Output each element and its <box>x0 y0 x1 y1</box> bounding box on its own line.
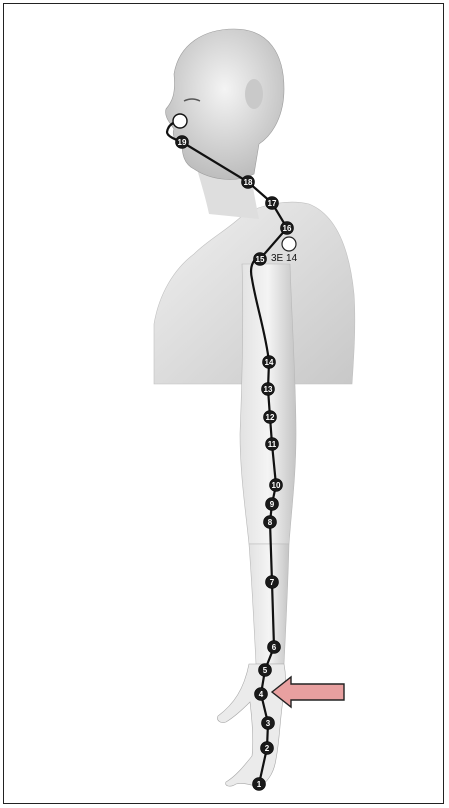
acupoint-13: 13 <box>262 383 275 396</box>
acupoint-label: 20 <box>176 117 185 126</box>
acupoint-label: 4 <box>259 690 264 699</box>
acupoint-3: 3 <box>262 717 275 730</box>
acupoint-6: 6 <box>268 641 281 654</box>
annotation-circle <box>282 237 296 251</box>
acupoint-18: 18 <box>242 176 255 189</box>
acupoint-19: 19 <box>176 136 189 149</box>
acupoint-label: 10 <box>272 481 281 490</box>
acupoint-label: 14 <box>265 358 274 367</box>
acupoint-label: 8 <box>268 518 273 527</box>
acupoint-label: 16 <box>283 224 292 233</box>
acupoint-label: 12 <box>266 413 275 422</box>
acupoint-20: 20 <box>173 114 187 128</box>
acupoint-9: 9 <box>266 498 279 511</box>
acupoint-12: 12 <box>264 411 277 424</box>
head-shape <box>166 29 284 179</box>
acupoint-4: 4 <box>255 688 268 701</box>
acupoint-15: 15 <box>254 253 267 266</box>
acupoint-10: 10 <box>270 479 283 492</box>
ear-shape <box>245 79 263 109</box>
acupoint-2: 2 <box>261 742 274 755</box>
acupoint-11: 11 <box>266 438 279 451</box>
acupoint-label: 7 <box>270 578 275 587</box>
acupoint-label: 3 <box>266 719 271 728</box>
acupoint-label: 1 <box>257 780 262 789</box>
acupoint-label: 9 <box>270 500 275 509</box>
acupoint-label: 19 <box>178 138 187 147</box>
acupoint-1: 1 <box>253 778 266 791</box>
annotation-label: 3E 14 <box>271 253 298 264</box>
hand-shape <box>217 664 285 786</box>
acupoint-label: 5 <box>263 666 268 675</box>
acupoint-14: 14 <box>263 356 276 369</box>
acupoint-label: 11 <box>268 440 277 449</box>
acupoint-8: 8 <box>264 516 277 529</box>
acupoint-label: 15 <box>256 255 265 264</box>
acupoint-label: 18 <box>244 178 253 187</box>
acupoint-label: 13 <box>264 385 273 394</box>
acupoint-16: 16 <box>281 222 294 235</box>
acupoint-label: 2 <box>265 744 270 753</box>
acupoint-17: 17 <box>266 197 279 210</box>
acupoint-7: 7 <box>266 576 279 589</box>
acupoint-label: 6 <box>272 643 277 652</box>
acupoint-5: 5 <box>259 664 272 677</box>
acupoint-label: 17 <box>268 199 277 208</box>
